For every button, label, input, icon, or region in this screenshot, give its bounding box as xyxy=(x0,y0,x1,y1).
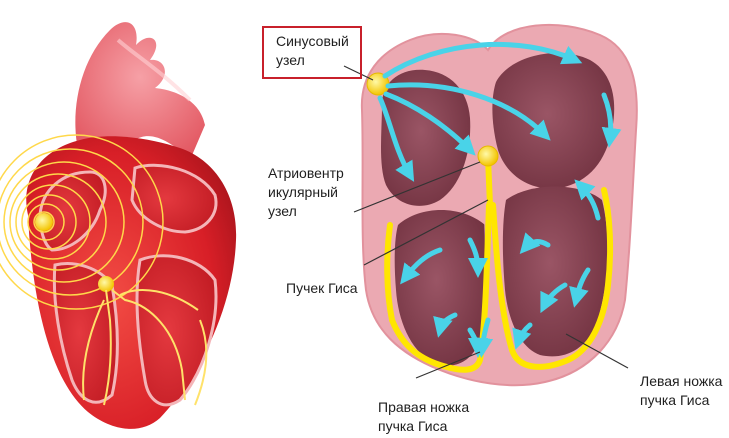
av-node-realistic xyxy=(98,276,114,292)
label-right-bundle-branch: Правая ножка пучка Гиса xyxy=(378,398,469,436)
schematic-heart-diagram xyxy=(344,25,637,385)
left-ventricle xyxy=(503,187,608,357)
label-av-node: Атриовентр икулярный узел xyxy=(268,164,344,221)
av-node xyxy=(478,146,498,166)
label-his-bundle: Пучек Гиса xyxy=(286,279,358,298)
sinus-node-realistic xyxy=(35,213,53,231)
label-sinus-node: Синусовый узел xyxy=(276,32,349,70)
label-left-bundle-branch: Левая ножка пучка Гиса xyxy=(640,372,722,410)
realistic-heart-illustration xyxy=(0,22,236,429)
